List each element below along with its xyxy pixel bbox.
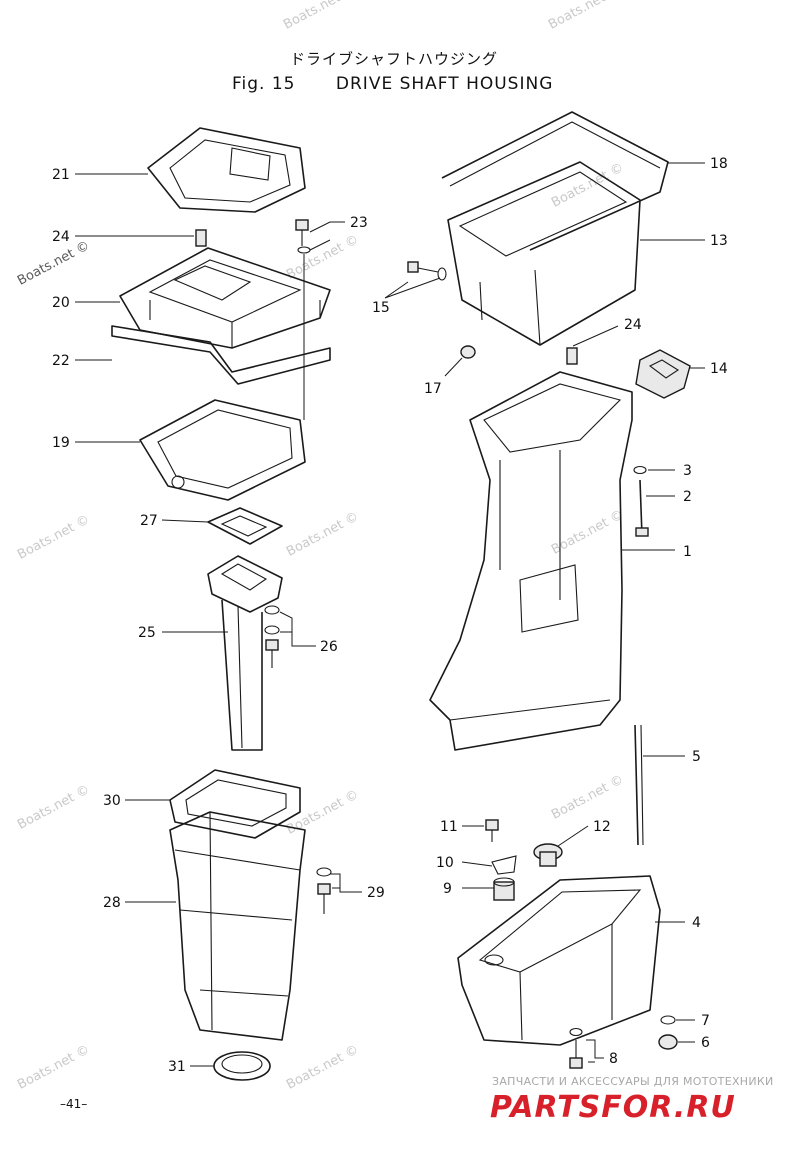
callout-26: 26	[320, 639, 338, 655]
callout-11: 11	[440, 819, 458, 835]
part-7-washer[interactable]	[660, 1015, 676, 1025]
callout-22: 22	[52, 353, 70, 369]
callout-21: 21	[52, 167, 70, 183]
brand-logo[interactable]: PARTSFOR.RU	[490, 1090, 736, 1125]
callout-9: 9	[443, 881, 452, 897]
callout-18: 18	[710, 156, 728, 172]
callout-25: 25	[138, 625, 156, 641]
callout-23: 23	[350, 215, 368, 231]
part-25-exhaust-pipe[interactable]	[207, 555, 283, 751]
callout-numbers: 1 2 3 4 5 6 7 8 9 10 11 12 13 14 15 17 1…	[52, 156, 728, 1075]
part-23-bolt-washer[interactable]	[295, 219, 311, 420]
page-number: –41–	[60, 1097, 88, 1111]
callout-1: 1	[683, 544, 692, 560]
callout-14: 14	[710, 361, 728, 377]
part-13-apron[interactable]	[447, 161, 641, 346]
callout-24: 24	[52, 229, 70, 245]
part-24-dowel-pin[interactable]	[566, 347, 578, 365]
part-24-dowel-pin[interactable]	[195, 229, 207, 247]
part-2-bolt[interactable]	[635, 479, 649, 537]
figure-number: Fig. 15	[232, 74, 296, 94]
part-4-extension-case[interactable]	[457, 875, 661, 1046]
part-29-bolt-washer[interactable]	[316, 867, 332, 914]
diagram-title-japanese: ドライブシャフトハウジング	[290, 50, 499, 68]
diagram-title: Fig. 15 DRIVE SHAFT HOUSING	[232, 74, 553, 94]
part-22-rubber-seal[interactable]	[111, 325, 331, 385]
part-30-gasket[interactable]	[169, 769, 301, 839]
callout-20: 20	[52, 295, 70, 311]
part-17-nut[interactable]	[460, 345, 476, 359]
callout-5: 5	[692, 749, 701, 765]
part-18-rubber-seal[interactable]	[441, 111, 669, 251]
callout-15: 15	[372, 300, 390, 316]
part-19-gasket[interactable]	[139, 399, 306, 501]
part-10-plate[interactable]	[491, 855, 517, 875]
part-8-bolt[interactable]	[569, 1027, 583, 1069]
part-15-screw-washer[interactable]	[407, 261, 447, 281]
part-21-gasket[interactable]	[147, 127, 306, 213]
callout-6: 6	[701, 1035, 710, 1051]
callout-19: 19	[52, 435, 70, 451]
brand-tagline: ЗАПЧАСТИ И АКСЕССУАРЫ ДЛЯ МОТОТЕХНИКИ	[492, 1075, 774, 1088]
callout-27: 27	[140, 513, 158, 529]
part-28-exhaust-muffler[interactable]	[169, 811, 306, 1041]
part-11-bolt[interactable]	[485, 819, 499, 842]
callout-30: 30	[103, 793, 121, 809]
part-6-nut[interactable]	[658, 1034, 678, 1050]
part-27-gasket[interactable]	[207, 507, 283, 545]
callout-31: 31	[168, 1059, 186, 1075]
part-26-bolt-washers[interactable]	[264, 605, 280, 668]
part-12-rubber-mount[interactable]	[533, 843, 563, 867]
callout-17: 17	[424, 381, 442, 397]
callout-3: 3	[683, 463, 692, 479]
callout-7: 7	[701, 1013, 710, 1029]
part-5-stud-bolt[interactable]	[634, 724, 644, 846]
callout-24: 24	[624, 317, 642, 333]
diagram-title-english: DRIVE SHAFT HOUSING	[335, 74, 554, 94]
callout-29: 29	[367, 885, 385, 901]
part-14-rubber-grommet[interactable]	[635, 349, 691, 399]
part-1-drive-shaft-housing[interactable]	[429, 371, 633, 751]
callout-12: 12	[593, 819, 611, 835]
part-31-seal-ring[interactable]	[213, 1051, 271, 1081]
part-9-holder[interactable]	[493, 877, 515, 901]
part-3-washer[interactable]	[633, 465, 647, 475]
callout-4: 4	[692, 915, 701, 931]
callout-8: 8	[609, 1051, 618, 1067]
callout-28: 28	[103, 895, 121, 911]
leader-lines	[75, 162, 705, 1067]
callout-13: 13	[710, 233, 728, 249]
callout-2: 2	[683, 489, 692, 505]
callout-10: 10	[436, 855, 454, 871]
